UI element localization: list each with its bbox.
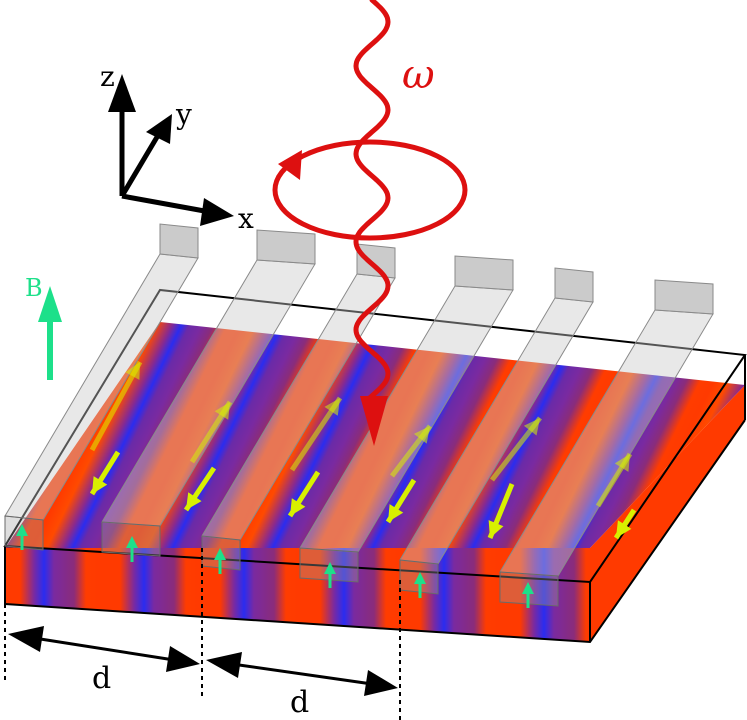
current-arrowhead — [388, 504, 404, 522]
gray-bar — [299, 255, 514, 583]
dim-arrow-2 — [231, 662, 373, 686]
current-arrow-up — [595, 452, 633, 508]
z-axis-arrowhead — [108, 74, 136, 112]
current-arrowhead — [125, 362, 140, 380]
bar-back-face — [256, 229, 316, 265]
polarization-arrowhead — [278, 150, 302, 180]
current-arrowhead — [616, 520, 632, 538]
current-arrow-up — [289, 396, 343, 472]
small-field-arrow-head — [214, 548, 226, 560]
current-arrow-down — [385, 478, 417, 524]
wave-line — [353, 0, 391, 403]
current-arrow-down — [183, 466, 217, 512]
sheet-front-face — [5, 548, 590, 642]
box-bottom-outline — [4, 419, 746, 644]
bar-back-face — [159, 223, 199, 259]
small-field-arrow — [414, 572, 426, 598]
y-axis — [119, 130, 163, 198]
dim-arrowhead — [206, 652, 242, 678]
period-dimensions: d d — [4, 548, 401, 720]
bar-back-face — [554, 267, 594, 303]
box-outline — [3, 288, 747, 644]
current-arrow-up — [390, 424, 432, 478]
current-arrowhead — [214, 402, 230, 420]
current-arrow-down — [287, 470, 321, 518]
field-label: B — [25, 274, 43, 302]
small-field-arrow-head — [324, 562, 336, 574]
dim-arrowhead — [364, 670, 398, 696]
current-arrow-up — [490, 416, 542, 482]
bar-back-face — [654, 279, 714, 315]
current-arrow-up — [89, 360, 143, 452]
current-arrow-down — [487, 483, 515, 539]
small-field-arrow-head — [16, 524, 28, 536]
y-axis-arrowhead — [146, 114, 172, 144]
small-field-arrow — [214, 548, 226, 574]
current-arrow-up — [189, 400, 233, 464]
coordinate-axes: z y x — [100, 60, 254, 235]
current-arrow-down — [89, 450, 121, 496]
bar-back-face — [454, 255, 514, 291]
small-field-arrow-head — [414, 572, 426, 584]
x-axis-arrowhead — [200, 198, 234, 226]
z-axis-label: z — [100, 60, 115, 93]
incident-wave: ω — [272, 0, 468, 446]
field-arrow-head — [38, 286, 62, 322]
current-arrowhead — [488, 520, 504, 538]
wave-arrowhead — [360, 396, 388, 446]
bar-back-face — [356, 243, 396, 279]
current-arrow-shaft — [89, 360, 143, 452]
current-arrow-down — [613, 508, 637, 540]
small-field-arrow — [126, 536, 138, 562]
current-arrowhead — [614, 454, 630, 472]
small-field-arrow — [324, 562, 336, 588]
dim-label-1: d — [92, 661, 111, 696]
current-arrowhead — [324, 398, 340, 416]
y-axis-label: y — [175, 98, 192, 131]
small-field-arrow — [16, 524, 28, 550]
current-arrowhead — [92, 476, 108, 494]
current-arrowhead — [523, 418, 540, 436]
small-field-arrow-head — [126, 536, 138, 548]
dim-arrow-1 — [33, 636, 175, 662]
frequency-label: ω — [402, 52, 435, 98]
current-arrowhead — [413, 426, 430, 444]
polarization-loop — [272, 139, 468, 241]
current-arrowhead — [186, 492, 202, 510]
small-field-arrow — [522, 582, 534, 608]
x-axis — [121, 193, 211, 215]
dim-arrowhead — [166, 646, 200, 672]
gray-bar — [201, 243, 396, 571]
dim-arrowhead — [8, 626, 44, 652]
current-arrowhead — [290, 498, 306, 516]
x-axis-label: x — [238, 202, 254, 235]
small-field-arrow-head — [522, 582, 534, 594]
dim-label-2: d — [290, 685, 309, 720]
sheet-side-face — [590, 385, 745, 642]
magnetic-field-indicator: B — [25, 274, 62, 380]
